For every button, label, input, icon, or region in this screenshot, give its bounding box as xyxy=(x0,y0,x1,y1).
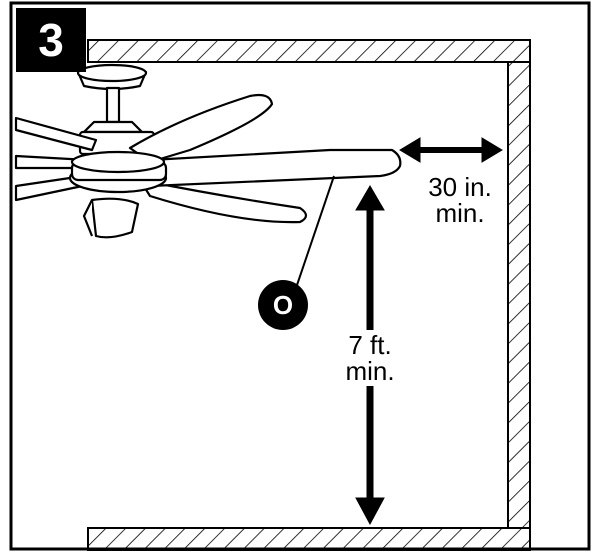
side-clearance-min: min. xyxy=(435,198,485,228)
step-number-badge: 3 xyxy=(16,8,86,72)
side-clearance-value: 30 in. xyxy=(428,172,492,202)
height-clearance-min: min. xyxy=(345,356,395,386)
side-clearance-label: 30 in. min. xyxy=(400,174,520,226)
ceiling-fan xyxy=(14,63,402,239)
wall-hatch xyxy=(507,61,531,529)
side-clearance-arrow xyxy=(399,137,503,163)
floor-hatch xyxy=(87,527,531,551)
callout-badge: O xyxy=(258,280,308,330)
callout-letter: O xyxy=(272,289,294,320)
ceiling-hatch xyxy=(87,39,531,63)
height-clearance-label: 7 ft. min. xyxy=(320,330,420,386)
height-clearance-value: 7 ft. xyxy=(348,330,392,360)
step-number: 3 xyxy=(38,14,64,66)
callout-leader-line xyxy=(295,175,335,289)
